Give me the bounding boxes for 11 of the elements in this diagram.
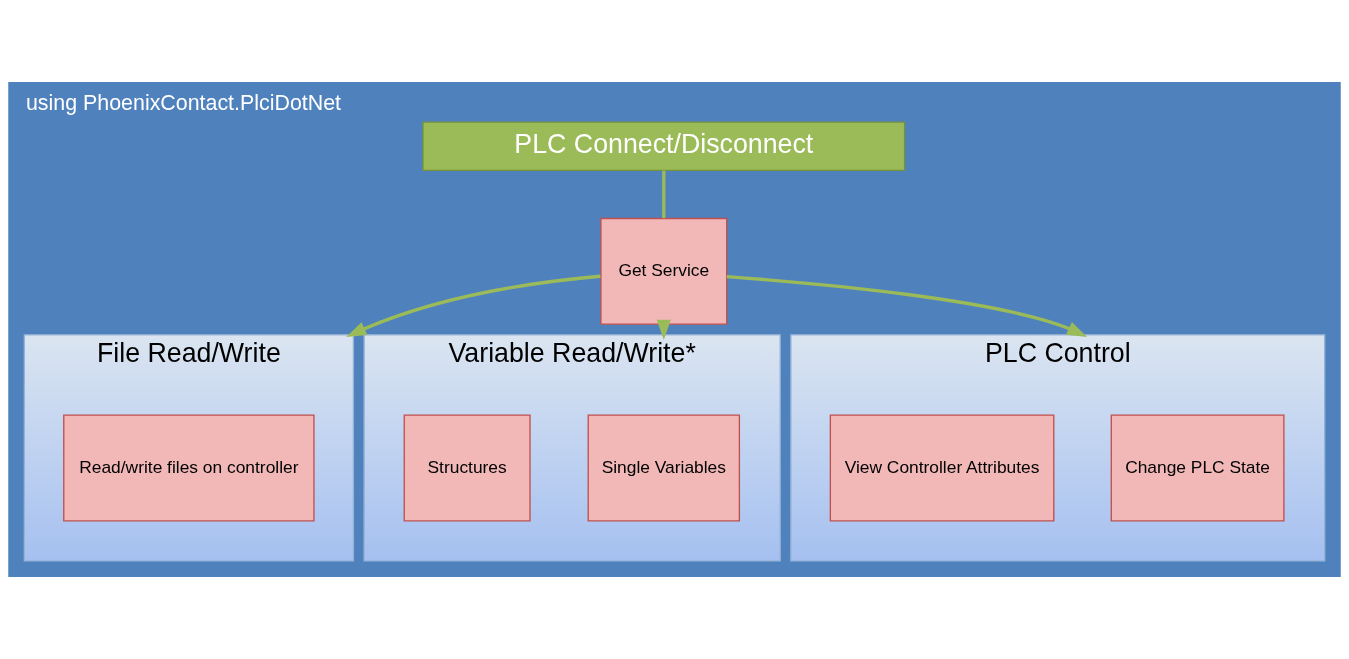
arrow: [726, 275, 1088, 337]
arrow: [656, 319, 671, 340]
arrow: [346, 274, 601, 337]
node-box: Structures: [403, 414, 531, 522]
diagram-title: using PhoenixContact.PlciDotNet: [25, 90, 342, 115]
node-box: View Controller Attributes: [829, 414, 1055, 522]
node-box: Read/write files on controller: [63, 414, 315, 522]
node-box: PLC Connect/Disconnect: [422, 121, 906, 171]
node-box: Change PLC State: [1110, 414, 1285, 522]
node-box: Single Variables: [587, 414, 741, 522]
connector: [662, 170, 666, 219]
